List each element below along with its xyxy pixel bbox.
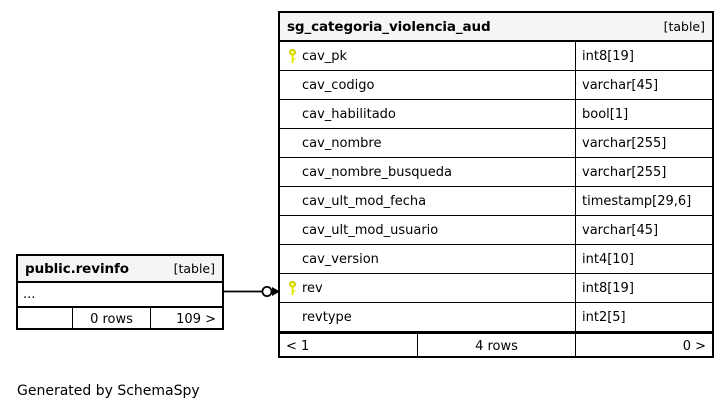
table-row[interactable]: revtype int2[5] — [280, 303, 712, 332]
column-name-cell: cav_ult_mod_fecha — [280, 187, 575, 215]
table-row[interactable]: cav_pk int8[19] — [280, 42, 712, 71]
table-row[interactable]: cav_version int4[10] — [280, 245, 712, 274]
key-icon — [289, 48, 296, 63]
column-type: int8[19] — [575, 42, 712, 70]
table-footer: 0 rows 109 > — [18, 306, 222, 330]
column-name: cav_pk — [302, 48, 348, 64]
column-name: cav_ult_mod_usuario — [302, 222, 439, 238]
table-row[interactable]: ... — [18, 283, 222, 306]
column-name-cell: cav_codigo — [280, 71, 575, 99]
footer-next-link[interactable]: 0 > — [575, 334, 712, 358]
footer-row-count: 4 rows — [417, 334, 575, 358]
column-type: int2[5] — [575, 303, 712, 331]
generated-by-caption: Generated by SchemaSpy — [17, 383, 200, 399]
table-row[interactable]: cav_habilitado bool[1] — [280, 100, 712, 129]
column-name: cav_codigo — [302, 77, 375, 93]
table-public-revinfo[interactable]: public.revinfo [table] ... 0 rows 109 > — [16, 254, 224, 330]
key-icon — [289, 280, 296, 295]
column-type: bool[1] — [575, 100, 712, 128]
column-name: cav_nombre_busqueda — [302, 164, 452, 180]
column-name: rev — [302, 280, 323, 296]
column-name-cell: cav_nombre — [280, 129, 575, 157]
footer-prev-link[interactable]: < 1 — [286, 338, 310, 354]
table-row[interactable]: rev int8[19] — [280, 274, 712, 303]
column-name-cell: revtype — [280, 303, 575, 331]
relationship-connector — [224, 285, 280, 297]
footer-next-link[interactable]: 109 > — [150, 308, 222, 330]
table-sg-categoria-violencia-aud[interactable]: sg_categoria_violencia_aud [table] cav_p… — [278, 11, 714, 358]
column-name: revtype — [302, 309, 352, 325]
column-type: varchar[255] — [575, 158, 712, 186]
table-kind-label: [table] — [663, 19, 705, 34]
column-name-cell: cav_version — [280, 245, 575, 273]
column-type: timestamp[29,6] — [575, 187, 712, 215]
collapsed-columns-indicator: ... — [23, 287, 36, 302]
column-type: varchar[45] — [575, 71, 712, 99]
column-type: varchar[255] — [575, 129, 712, 157]
table-title: sg_categoria_violencia_aud — [287, 18, 491, 35]
column-type: int8[19] — [575, 274, 712, 302]
column-name-cell: cav_nombre_busqueda — [280, 158, 575, 186]
table-row[interactable]: cav_nombre_busqueda varchar[255] — [280, 158, 712, 187]
column-name-cell: cav_ult_mod_usuario — [280, 216, 575, 244]
table-row[interactable]: cav_nombre varchar[255] — [280, 129, 712, 158]
table-header: public.revinfo [table] — [18, 256, 222, 283]
column-name-cell: cav_pk — [280, 42, 575, 70]
column-type: varchar[45] — [575, 216, 712, 244]
circle-marker-icon — [261, 285, 273, 297]
column-name: cav_ult_mod_fecha — [302, 193, 427, 209]
column-name: cav_nombre — [302, 135, 382, 151]
table-header: sg_categoria_violencia_aud [table] — [280, 13, 712, 42]
footer-prev-link[interactable] — [18, 308, 72, 330]
column-name: cav_version — [302, 251, 379, 267]
table-row[interactable]: cav_ult_mod_usuario varchar[45] — [280, 216, 712, 245]
column-name-cell: rev — [280, 274, 575, 302]
table-kind-label: [table] — [173, 261, 215, 276]
table-title: public.revinfo — [25, 260, 129, 277]
table-row[interactable]: cav_ult_mod_fecha timestamp[29,6] — [280, 187, 712, 216]
column-type: int4[10] — [575, 245, 712, 273]
table-row[interactable]: cav_codigo varchar[45] — [280, 71, 712, 100]
table-footer: < 1 4 rows 0 > — [280, 332, 712, 358]
crowsfoot-icon — [272, 287, 280, 296]
column-name: cav_habilitado — [302, 106, 396, 122]
footer-row-count: 0 rows — [72, 308, 150, 330]
column-name-cell: cav_habilitado — [280, 100, 575, 128]
